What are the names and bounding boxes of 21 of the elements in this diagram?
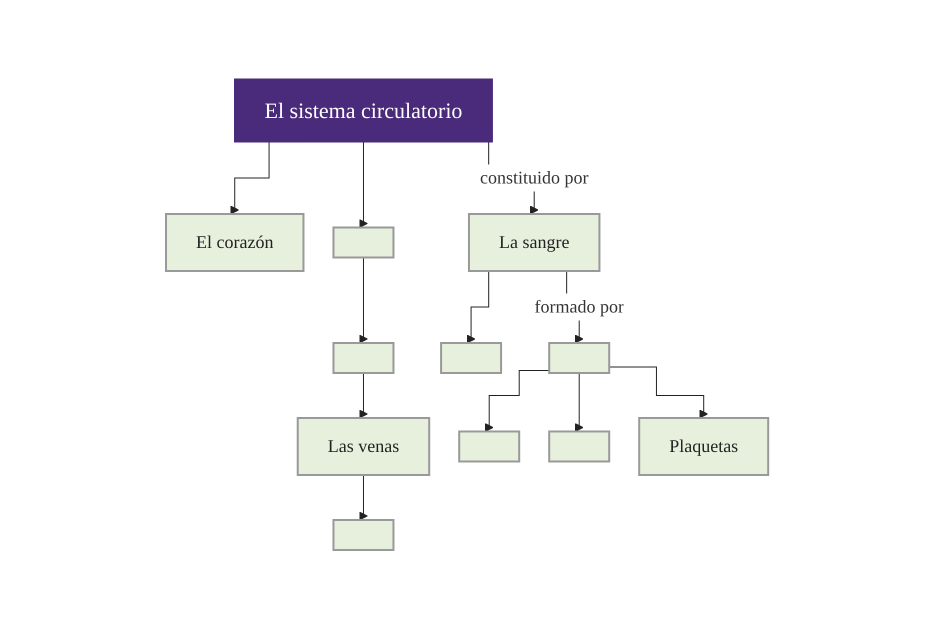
arrow bbox=[358, 257, 368, 344]
node-box: Plaquetas bbox=[638, 417, 770, 476]
node-box: El sistema circulatorio bbox=[234, 78, 493, 142]
node-box bbox=[332, 342, 394, 374]
arrow bbox=[608, 366, 708, 418]
edge-label: constituido por bbox=[480, 167, 588, 188]
arrow bbox=[358, 474, 368, 520]
arrow bbox=[484, 370, 550, 432]
node-box: La sangre bbox=[468, 213, 600, 272]
arrow bbox=[574, 372, 584, 432]
node-box bbox=[458, 430, 520, 462]
edge-label: formado por bbox=[534, 296, 624, 316]
node-box: El corazón bbox=[164, 213, 304, 272]
arrow bbox=[358, 142, 368, 228]
node-box bbox=[548, 430, 610, 462]
node-box bbox=[440, 342, 502, 374]
node-box bbox=[332, 518, 394, 551]
node-box bbox=[548, 342, 610, 374]
node-box: Las venas bbox=[296, 417, 430, 476]
arrow bbox=[358, 372, 368, 418]
node-box bbox=[332, 226, 394, 258]
